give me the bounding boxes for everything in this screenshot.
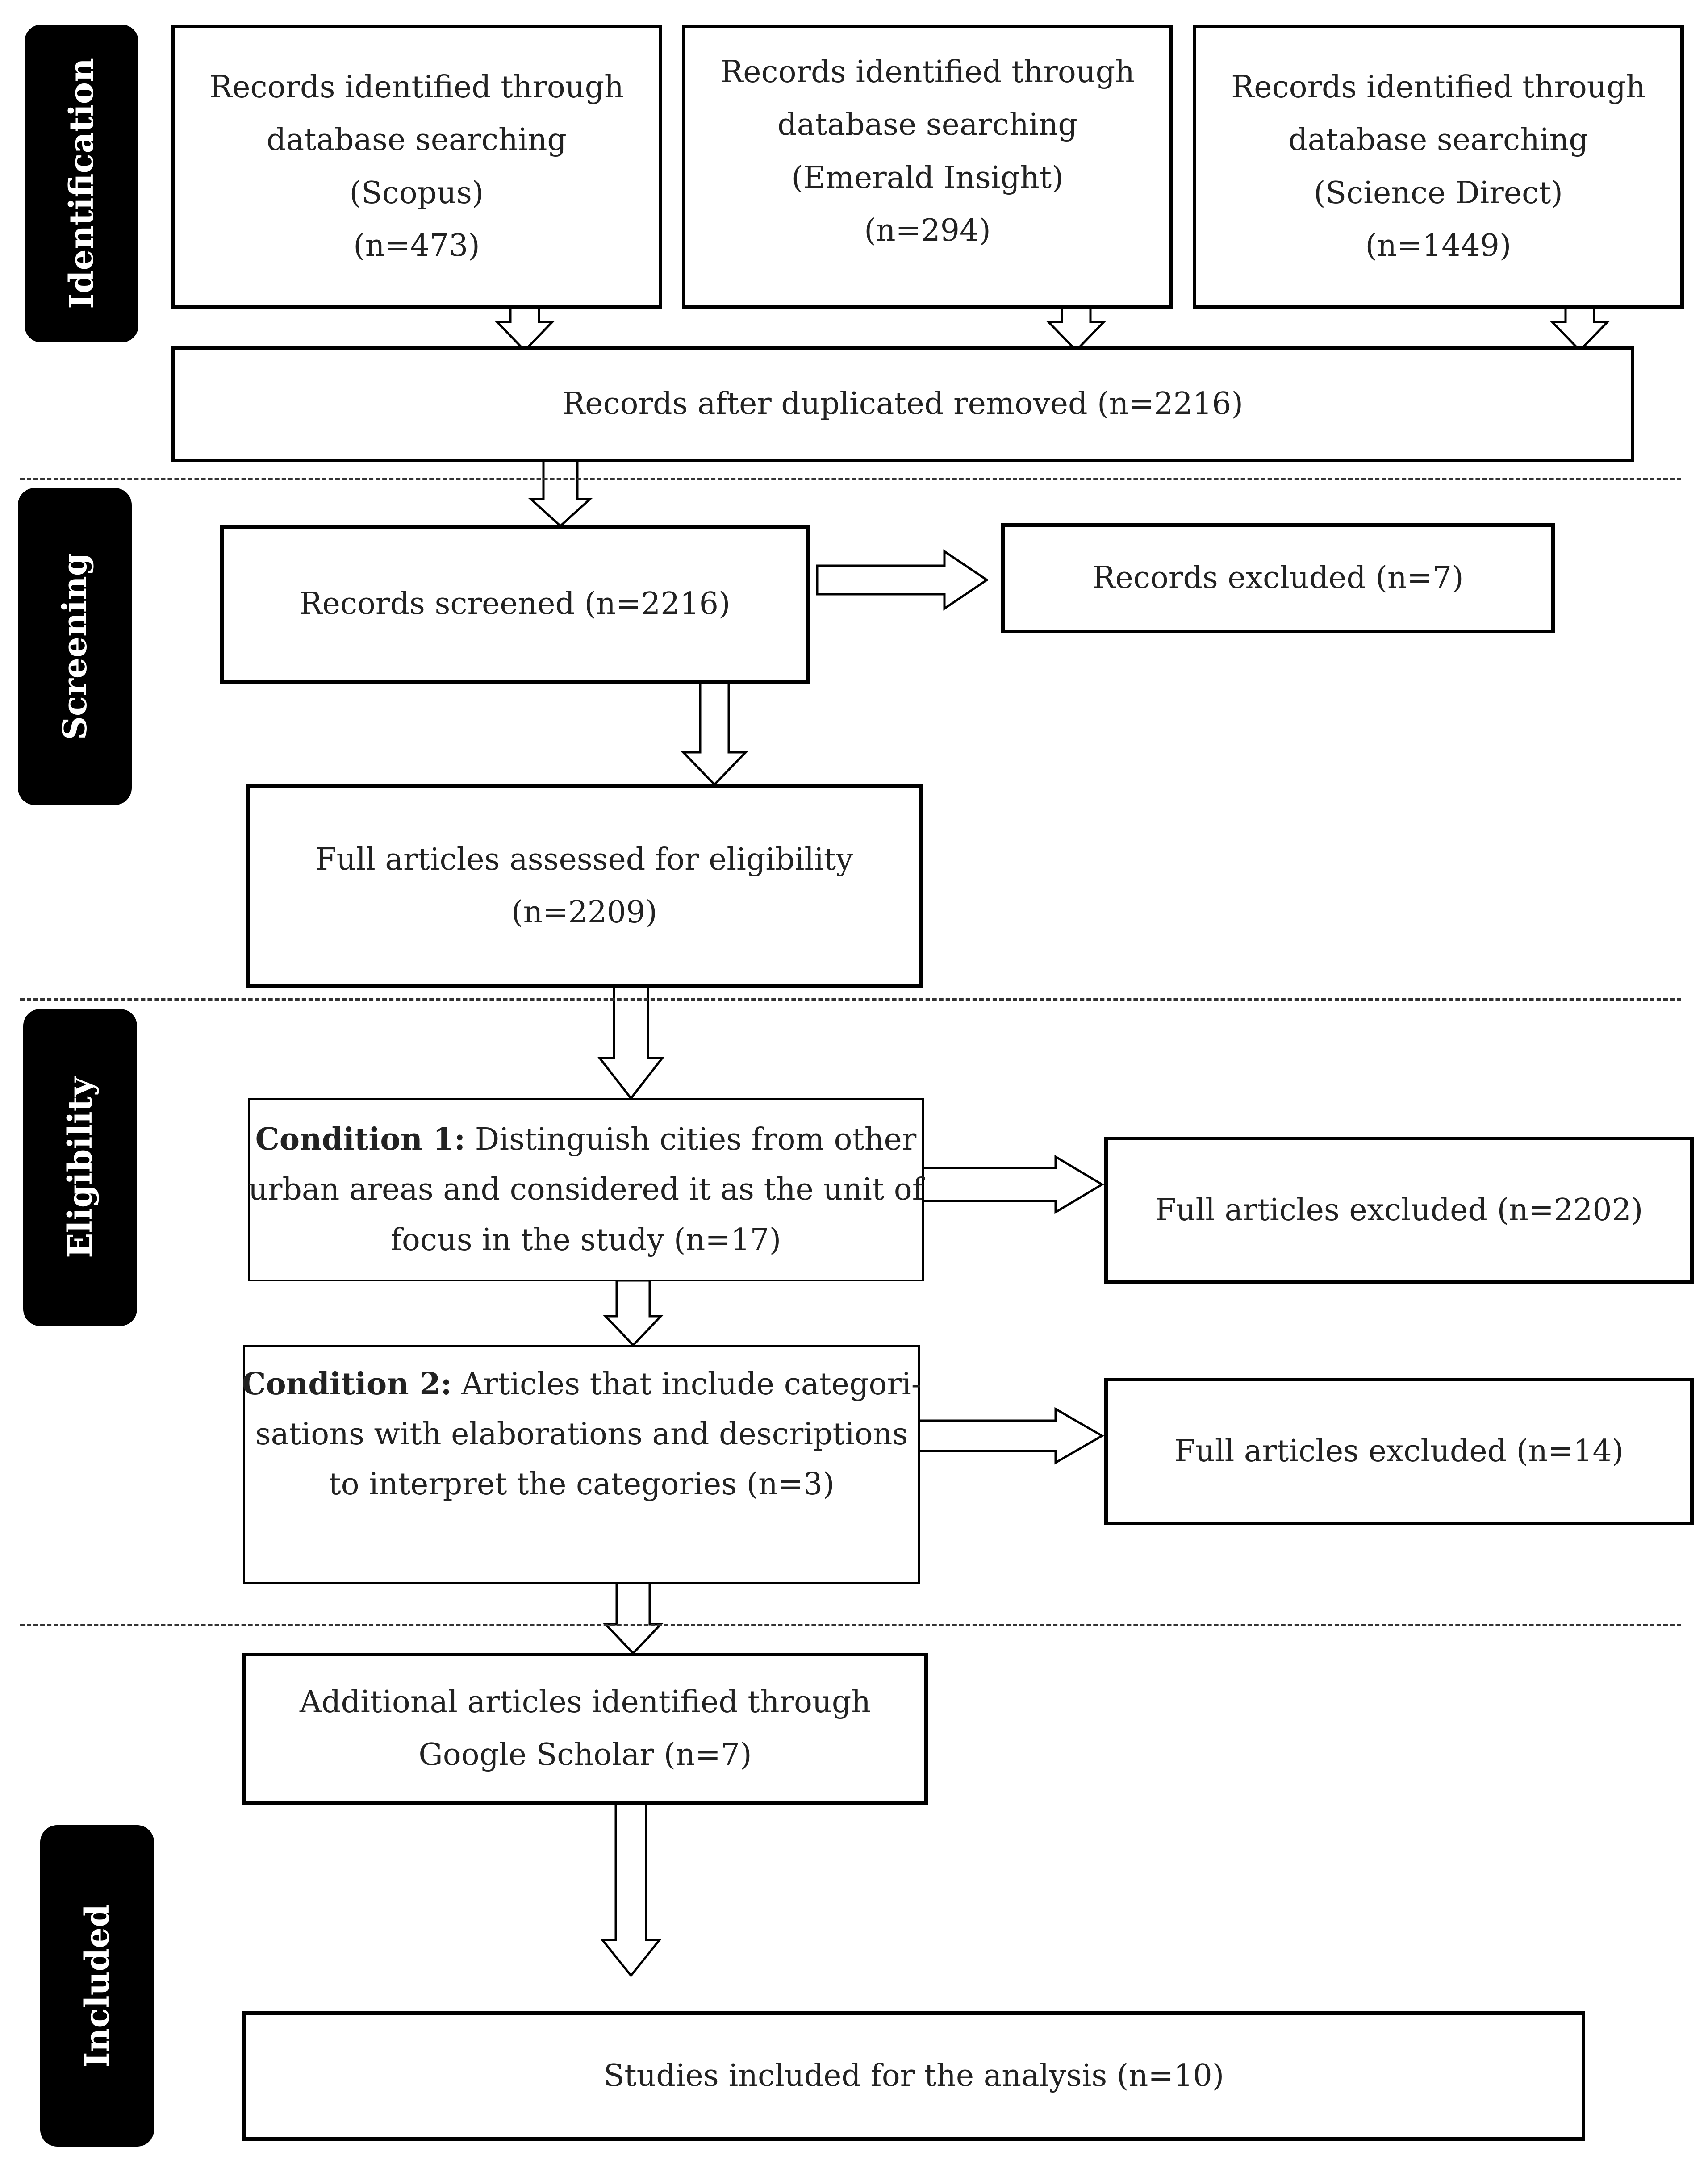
- scopus-line-2: database searching: [267, 122, 567, 158]
- emerald-line-2: database searching: [777, 107, 1077, 143]
- down-arrow: [603, 1581, 664, 1655]
- full-excluded-1-text: Full articles excluded (n=2202): [1155, 1192, 1643, 1228]
- additional-line-1: Additional articles identified through: [299, 1684, 871, 1720]
- full-articles-excluded-2-box: Full articles excluded (n=14): [1104, 1378, 1694, 1525]
- condition-1-text-1: Distinguish cities from other: [465, 1122, 917, 1158]
- records-screened-text: Records screened (n=2216): [299, 586, 731, 622]
- emerald-count: (n=294): [864, 213, 991, 248]
- records-excluded-box: Records excluded (n=7): [1001, 523, 1555, 633]
- condition-1-box: Condition 1: Distinguish cities from oth…: [248, 1098, 924, 1281]
- condition-2-box: Condition 2: Articles that include categ…: [242, 1345, 922, 1584]
- condition-1-line-3: focus in the study (n=17): [390, 1222, 781, 1258]
- right-arrow: [816, 549, 989, 611]
- stage-divider: [20, 1624, 1681, 1626]
- stage-eligibility-label: Eligibility: [61, 1077, 100, 1258]
- stage-identification: Identification: [25, 25, 138, 342]
- emerald-source: (Emerald Insight): [791, 160, 1064, 196]
- science-direct-source: (Science Direct): [1314, 175, 1563, 211]
- scopus-line-1: Records identified through: [209, 69, 624, 105]
- stage-screening-label: Screening: [55, 553, 94, 740]
- full-excluded-2-text: Full articles excluded (n=14): [1174, 1433, 1624, 1469]
- condition-2-text-1: Articles that include categori-: [451, 1367, 922, 1402]
- condition-2-line-2: sations with elaborations and descriptio…: [255, 1417, 908, 1452]
- full-articles-excluded-1-box: Full articles excluded (n=2202): [1104, 1137, 1694, 1284]
- full-assessed-count: (n=2209): [511, 895, 657, 930]
- science-direct-records-box: Records identified through database sear…: [1193, 25, 1684, 309]
- science-direct-line-1: Records identified through: [1231, 69, 1645, 105]
- additional-articles-box: Additional articles identified through G…: [242, 1653, 928, 1805]
- condition-2-label: Condition 2:: [242, 1366, 452, 1402]
- scopus-records-box: Records identified through database sear…: [171, 25, 662, 309]
- after-duplicates-text: Records after duplicated removed (n=2216…: [562, 386, 1243, 421]
- additional-line-2: Google Scholar (n=7): [418, 1737, 752, 1772]
- right-arrow: [921, 1155, 1104, 1214]
- studies-included-text: Studies included for the analysis (n=10): [603, 2058, 1224, 2093]
- stage-included-label: Included: [78, 1904, 117, 2068]
- condition-1-label: Condition 1:: [255, 1122, 466, 1158]
- stage-screening: Screening: [18, 488, 132, 805]
- scopus-count: (n=473): [353, 228, 480, 263]
- scopus-source: (Scopus): [349, 175, 484, 211]
- condition-2-line-1: Condition 2: Articles that include categ…: [242, 1359, 921, 1409]
- stage-divider: [20, 478, 1681, 480]
- stage-included: Included: [40, 1825, 154, 2147]
- down-arrow: [681, 682, 748, 786]
- full-articles-assessed-box: Full articles assessed for eligibility (…: [246, 784, 923, 988]
- stage-divider: [20, 998, 1681, 1001]
- condition-1-line-2: urban areas and considered it as the uni…: [248, 1172, 923, 1208]
- records-excluded-text: Records excluded (n=7): [1092, 560, 1464, 596]
- down-arrow: [600, 1801, 662, 1978]
- condition-2-line-3: to interpret the categories (n=3): [329, 1467, 835, 1502]
- down-arrow: [528, 459, 593, 528]
- right-arrow: [918, 1407, 1105, 1465]
- after-duplicates-box: Records after duplicated removed (n=2216…: [171, 346, 1634, 462]
- science-direct-count: (n=1449): [1365, 228, 1512, 263]
- down-arrow: [603, 1279, 664, 1347]
- studies-included-box: Studies included for the analysis (n=10): [242, 2011, 1585, 2141]
- stage-identification-label: Identification: [62, 58, 101, 309]
- records-screened-box: Records screened (n=2216): [220, 525, 810, 684]
- emerald-line-1: Records identified through: [720, 54, 1135, 90]
- condition-1-line-1: Condition 1: Distinguish cities from oth…: [255, 1114, 917, 1165]
- full-assessed-line-1: Full articles assessed for eligibility: [315, 842, 853, 877]
- down-arrow: [597, 985, 665, 1101]
- stage-eligibility: Eligibility: [23, 1009, 137, 1326]
- science-direct-line-2: database searching: [1288, 122, 1588, 158]
- emerald-records-box: Records identified through database sear…: [682, 25, 1173, 309]
